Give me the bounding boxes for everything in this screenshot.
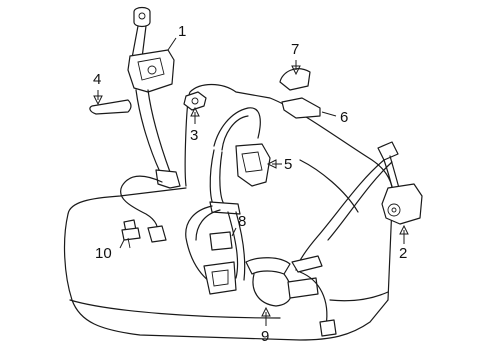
belt-guide-7: [279, 68, 311, 91]
callout-3: 3: [190, 127, 198, 144]
callout-4: 4: [93, 71, 101, 88]
buckle-8: [203, 211, 246, 295]
callout-1: 1: [178, 23, 186, 40]
bolt-3: [183, 91, 207, 111]
belt-cover-4: [89, 99, 132, 115]
buckle-9: [245, 257, 319, 307]
bolt-10: [121, 219, 141, 249]
callout-leaders: [93, 37, 409, 326]
belt-guide-6: [281, 97, 321, 119]
callout-6: 6: [340, 109, 348, 126]
callout-10: 10: [95, 245, 112, 262]
seat-belt-retractor-5: [185, 107, 271, 283]
callout-5: 5: [284, 156, 292, 173]
seat-belt-retractor-2: [291, 141, 423, 337]
callout-7: 7: [291, 41, 299, 58]
callout-9: 9: [261, 328, 269, 345]
seat-belt-retractor-1: [120, 6, 181, 243]
seat-outline: [63, 83, 394, 341]
callout-8: 8: [238, 213, 246, 230]
callout-2: 2: [399, 245, 407, 262]
